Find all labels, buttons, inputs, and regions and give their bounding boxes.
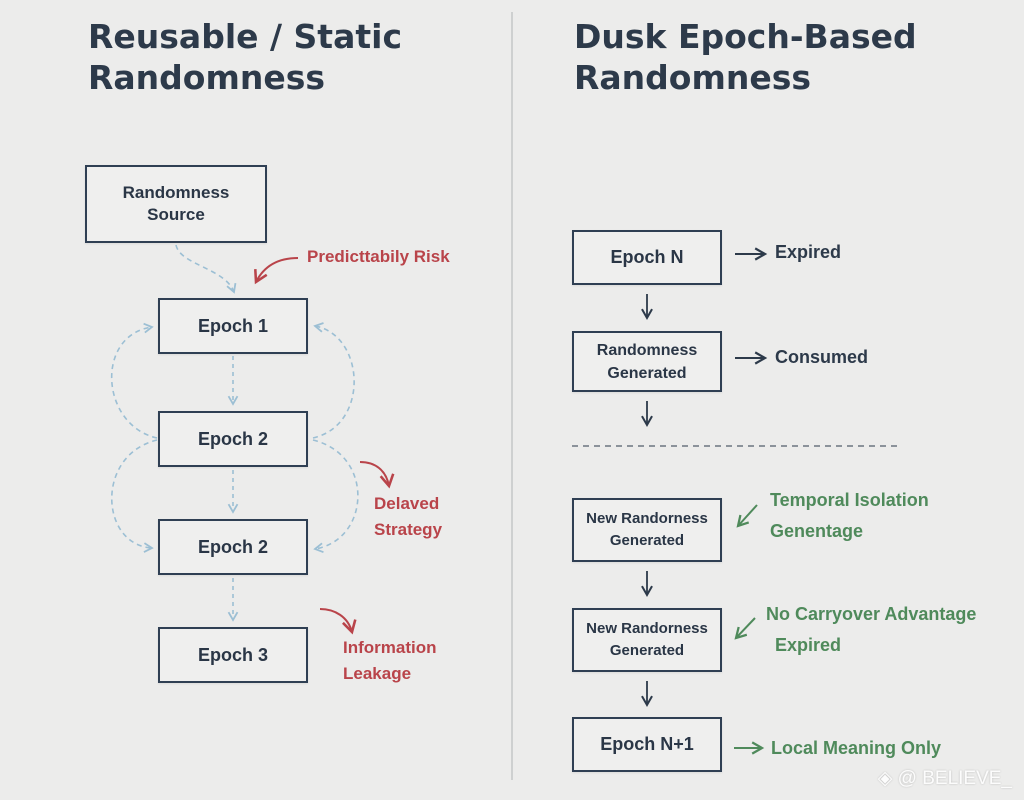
title-right-line1: Dusk Epoch-Based (574, 17, 917, 56)
risk-arrow-predictability (254, 257, 299, 285)
watermark-text: @ BELIEVE_ (897, 768, 1012, 789)
new-randomness-2-line1: New Randorness (586, 620, 708, 637)
new-randomness-2-line2: Generated (609, 642, 685, 659)
randomness-source-line1: Randomness (122, 183, 230, 202)
loop-right-epoch1 (312, 322, 355, 439)
consumed-label: Consumed (775, 347, 869, 367)
predictability-risk-label: Predicttabily Risk (307, 247, 450, 266)
epoch-n-plus-1-box: Epoch N+1 (572, 717, 722, 772)
title-left-line1: Reusable / Static (88, 17, 402, 56)
randomness-source-box: Randomness Source (85, 165, 267, 243)
title-right-line2: Randomness (574, 58, 812, 97)
expired-label: Expired (775, 242, 842, 262)
new-randomness-box-2: New Randorness Generated (572, 608, 722, 672)
new-randomness-1-line2: Generated (609, 532, 685, 549)
title-left: Reusable / Static Randomness (88, 16, 402, 98)
delayed-strategy-line1: Delaved (374, 494, 440, 513)
information-leakage-label: Information Leakage (343, 635, 437, 687)
epoch-n-box: Epoch N (572, 230, 722, 285)
title-left-line2: Randomness (88, 58, 326, 97)
randomness-generated-line1: Randomness (596, 341, 698, 359)
epoch-1-box: Epoch 1 (158, 298, 308, 354)
new-randomness-box-1: New Randorness Generated (572, 498, 722, 562)
no-carryover-label: No Carryover Advantage Expired (766, 599, 976, 661)
temporal-isolation-line1: Temporal Isolation (770, 490, 929, 510)
epoch-2-box: Epoch 2 (158, 411, 308, 467)
watermark-logo-icon: ◈ (877, 768, 898, 789)
loop-left-epoch1 (110, 322, 158, 439)
loop-left-epoch2 (111, 439, 158, 553)
delayed-strategy-line2: Strategy (374, 520, 443, 539)
no-carryover-line2: Expired (775, 635, 842, 655)
randomness-generated-line2: Generated (607, 364, 687, 382)
randomness-source-line2: Source (147, 205, 205, 224)
temporal-isolation-line2: Genentage (770, 521, 864, 541)
arrow-carryover (734, 617, 756, 640)
no-carryover-line1: No Carryover Advantage (766, 604, 977, 624)
watermark: ◈ @ BELIEVE_ (878, 767, 1012, 790)
connector-source-epoch1 (175, 244, 237, 294)
delayed-strategy-label: Delaved Strategy (374, 491, 442, 543)
temporal-isolation-label: Temporal Isolation Genentage (770, 485, 929, 547)
information-leakage-line2: Leakage (343, 664, 412, 683)
loop-right-epoch2 (312, 439, 359, 553)
risk-arrow-delayed (359, 461, 395, 489)
title-right: Dusk Epoch-Based Randomness (574, 16, 917, 98)
risk-arrow-leakage (319, 608, 357, 635)
information-leakage-line1: Information (343, 638, 437, 657)
randomness-generated-box: Randomness Generated (572, 331, 722, 392)
local-meaning-label: Local Meaning Only (771, 738, 942, 758)
arrow-temporal (736, 504, 758, 528)
epoch-2b-box: Epoch 2 (158, 519, 308, 575)
new-randomness-1-line1: New Randorness (586, 510, 708, 527)
epoch-3-box: Epoch 3 (158, 627, 308, 683)
